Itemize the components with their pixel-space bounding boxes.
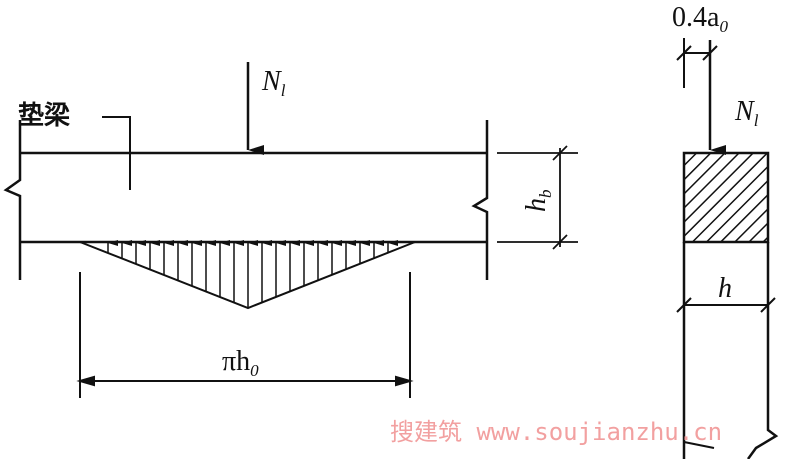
beam xyxy=(3,116,489,280)
load-label-left: Nl xyxy=(261,66,286,100)
load-label-right: Nl xyxy=(734,96,759,130)
span-dimension xyxy=(76,272,414,398)
watermark: 搜建筑 www.soujianzhu.cn xyxy=(390,418,722,446)
break-line xyxy=(683,440,715,459)
beam-height-dimension xyxy=(497,145,578,250)
stress-distribution xyxy=(79,240,416,310)
offset-label: 0.4a0 xyxy=(672,2,728,36)
left-break-line xyxy=(3,120,22,280)
right-break-line xyxy=(471,120,489,280)
pad-beam-leader xyxy=(102,116,131,190)
pad-beam-label: 垫梁 xyxy=(18,101,70,131)
wall-width-label: h xyxy=(718,273,732,304)
wall-section xyxy=(682,151,779,459)
span-label: πh0 xyxy=(222,346,259,380)
offset-dimension xyxy=(676,38,718,88)
beam-height-label: hb xyxy=(521,190,555,213)
wall-width-dimension xyxy=(676,297,776,313)
